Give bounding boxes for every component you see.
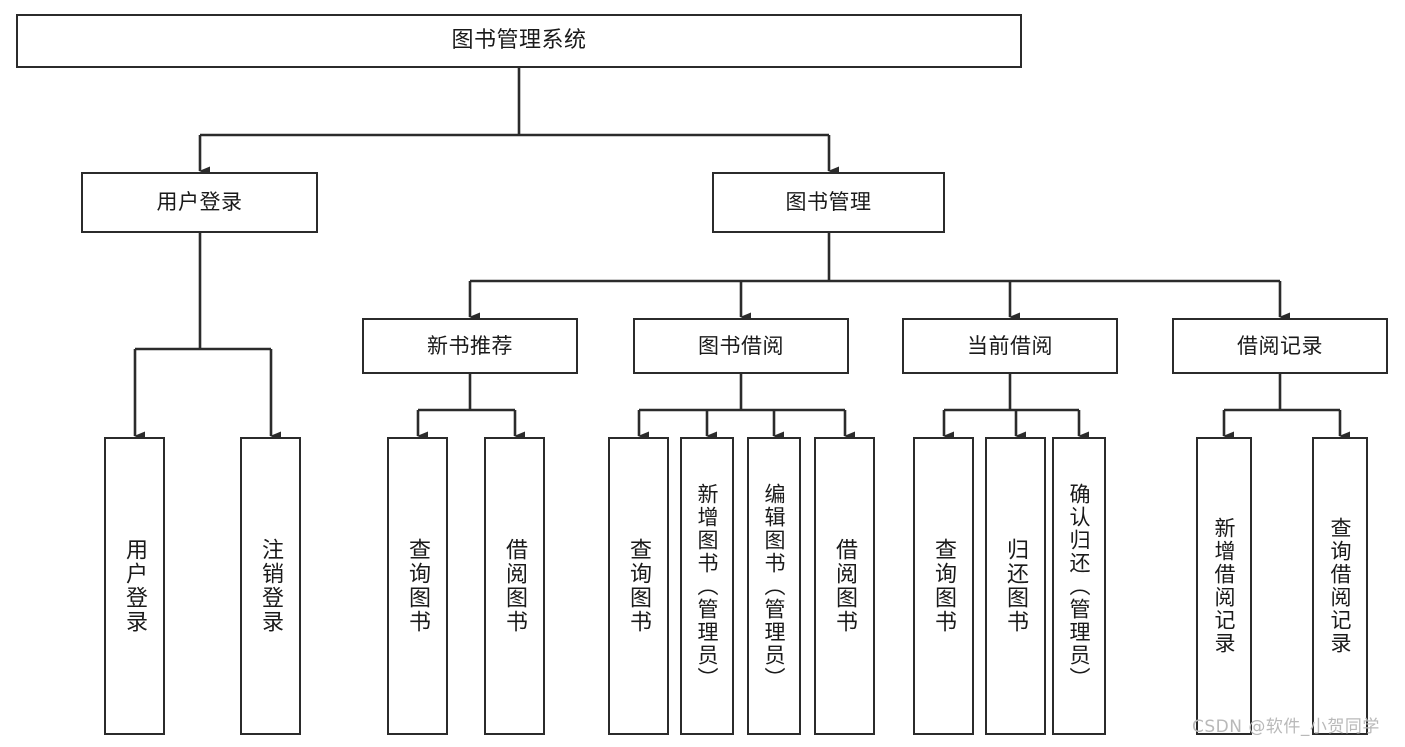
node-l-query2[interactable]: 查询图书 [608,437,669,735]
node-label-newbook: 新书推荐 [427,333,513,358]
node-label-bookmgmt: 图书管理 [785,190,872,215]
node-label-l-addrec: 新增借阅记录 [1212,517,1237,655]
node-borrow[interactable]: 图书借阅 [633,318,849,374]
node-label-current: 当前借阅 [967,333,1053,358]
node-label-l-return: 归还图书 [1003,538,1029,634]
node-label-l-qryrec: 查询借阅记录 [1328,517,1353,655]
node-label-l-confirm: 确认归还（管理员） [1067,482,1092,690]
node-label-l-query3: 查询图书 [931,538,957,634]
node-login[interactable]: 用户登录 [81,172,318,233]
node-current[interactable]: 当前借阅 [902,318,1118,374]
node-label-l-add: 新增图书（管理员） [695,482,720,690]
node-l-edit[interactable]: 编辑图书（管理员） [747,437,801,735]
node-l-addrec[interactable]: 新增借阅记录 [1196,437,1252,735]
node-l-query3[interactable]: 查询图书 [913,437,974,735]
node-label-root: 图书管理系统 [451,28,587,54]
node-label-l-query1: 查询图书 [405,538,431,634]
node-label-l-login: 用户登录 [122,538,148,634]
node-label-borrow: 图书借阅 [698,333,784,358]
node-label-l-logout: 注销登录 [258,538,284,634]
node-l-confirm[interactable]: 确认归还（管理员） [1052,437,1106,735]
node-l-query1[interactable]: 查询图书 [387,437,448,735]
node-l-login[interactable]: 用户登录 [104,437,165,735]
node-l-add[interactable]: 新增图书（管理员） [680,437,734,735]
node-label-login: 用户登录 [156,190,243,215]
node-label-l-edit: 编辑图书（管理员） [762,482,787,690]
node-root[interactable]: 图书管理系统 [16,14,1022,68]
node-l-qryrec[interactable]: 查询借阅记录 [1312,437,1368,735]
node-records[interactable]: 借阅记录 [1172,318,1388,374]
node-label-l-borrow1: 借阅图书 [502,538,528,634]
node-l-return[interactable]: 归还图书 [985,437,1046,735]
node-label-l-borrow2: 借阅图书 [832,538,858,634]
node-l-logout[interactable]: 注销登录 [240,437,301,735]
node-l-borrow2[interactable]: 借阅图书 [814,437,875,735]
node-l-borrow1[interactable]: 借阅图书 [484,437,545,735]
node-bookmgmt[interactable]: 图书管理 [712,172,945,233]
node-label-records: 借阅记录 [1237,333,1323,358]
csdn-watermark: CSDN @软件_小贺同学 [1192,717,1380,737]
node-newbook[interactable]: 新书推荐 [362,318,578,374]
node-label-l-query2: 查询图书 [626,538,652,634]
